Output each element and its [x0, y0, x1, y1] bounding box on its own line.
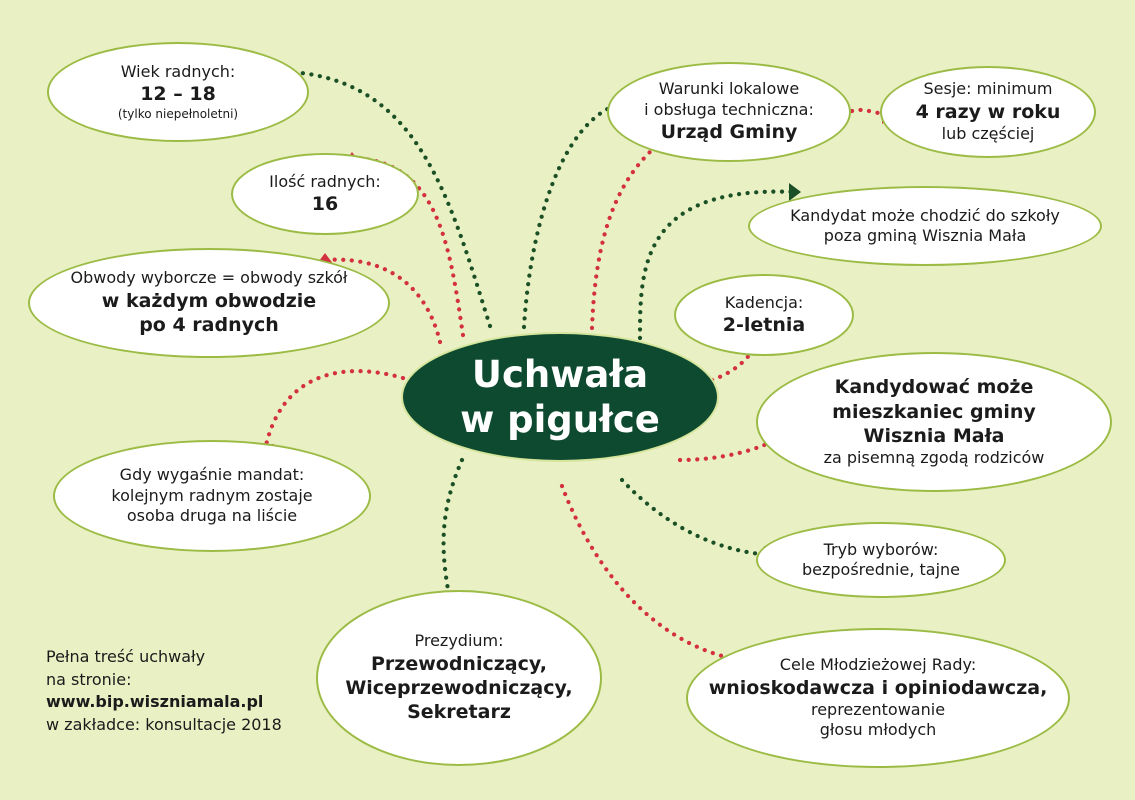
school-line-1: Kandydat może chodzić do szkoły	[790, 205, 1060, 225]
center-title: Uchwała w pigułce	[401, 332, 719, 462]
sessions-value: 4 razy w roku	[915, 100, 1061, 123]
age-note: (tylko niepełnoletni)	[117, 106, 239, 121]
connector-mode	[619, 477, 773, 558]
local-line-1: Warunki lokalowe	[658, 79, 800, 99]
node-school: Kandydat może chodzić do szkoły poza gmi…	[748, 186, 1102, 266]
sessions-note: lub częściej	[941, 124, 1035, 144]
goals-value: wnioskodawcza i opiniodawcza,	[708, 676, 1048, 699]
connector-term	[709, 340, 761, 383]
center-title-line-1: Uchwała	[471, 352, 649, 396]
mode-line-2: bezpośrednie, tajne	[801, 560, 960, 579]
connector-age	[287, 69, 493, 329]
connector-count	[349, 155, 466, 338]
connector-districts	[322, 257, 443, 345]
arrowhead-school	[789, 183, 801, 201]
districts-label: Obwody wyborcze = obwody szkół	[70, 268, 348, 288]
mode-line-1: Tryb wyborów:	[823, 539, 939, 559]
node-candidate: Kandydować może mieszkaniec gminy Wiszni…	[756, 352, 1112, 492]
goals-note-1: reprezentowanie	[810, 699, 946, 719]
node-presidium: Prezydium: Przewodniczący, Wiceprzewodni…	[316, 590, 602, 766]
goals-label: Cele Młodzieżowej Rady:	[779, 655, 977, 675]
connector-goals	[559, 483, 755, 665]
candidate-value-2: mieszkaniec gminy	[832, 400, 1036, 423]
connector-presidium	[441, 457, 465, 603]
mandate-line-3: osoba druga na liście	[126, 506, 298, 526]
school-line-2: poza gminą Wisznia Mała	[823, 226, 1027, 245]
districts-value-2: po 4 radnych	[139, 314, 279, 337]
districts-value-1: w każdym obwodzie	[101, 289, 317, 312]
connector-local-red	[589, 147, 655, 331]
presidium-label: Prezydium:	[414, 631, 504, 651]
mandate-line-2: kolejnym radnym zostaje	[111, 485, 313, 505]
node-term: Kadencja: 2-letnia	[674, 274, 854, 356]
node-mode: Tryb wyborów: bezpośrednie, tajne	[756, 522, 1006, 598]
candidate-value-3: Wisznia Mała	[863, 424, 1005, 447]
node-goals: Cele Młodzieżowej Rady: wnioskodawcza i …	[686, 628, 1070, 768]
term-label: Kadencja:	[724, 292, 804, 312]
node-age: Wiek radnych: 12 – 18 (tylko niepełnolet…	[47, 42, 309, 142]
count-value: 16	[311, 193, 339, 216]
center-title-line-2: w pigułce	[460, 398, 660, 441]
footer-line-4: w zakładce: konsultacje 2018	[46, 715, 282, 735]
age-value: 12 – 18	[140, 83, 216, 106]
node-sessions: Sesje: minimum 4 razy w roku lub częście…	[880, 66, 1096, 158]
local-line-2: i obsługa techniczna:	[644, 99, 814, 119]
mandate-line-1: Gdy wygaśnie mandat:	[119, 465, 305, 485]
sessions-label: Sesje: minimum	[923, 79, 1053, 99]
footer-url[interactable]: www.bip.wiszniamala.pl	[46, 692, 264, 712]
footer-line-2: na stronie:	[46, 669, 132, 689]
footer-info: Pełna treść uchwały na stronie: www.bip.…	[46, 646, 306, 737]
node-districts: Obwody wyborcze = obwody szkół w każdym …	[28, 248, 390, 358]
presidium-value-2: Wiceprzewodniczący,	[345, 677, 573, 700]
candidate-value-1: Kandydować może	[834, 376, 1034, 399]
candidate-note: za pisemną zgodą rodziców	[823, 448, 1045, 468]
count-label: Ilość radnych:	[269, 171, 381, 191]
local-value: Urząd Gminy	[660, 121, 798, 144]
connector-local	[521, 100, 625, 330]
goals-note-2: głosu młodych	[819, 720, 937, 740]
term-value: 2-letnia	[722, 314, 806, 337]
node-count: Ilość radnych: 16	[231, 153, 419, 235]
node-local: Warunki lokalowe i obsługa techniczna: U…	[607, 62, 851, 162]
footer-line-1: Pełna treść uchwały	[46, 647, 206, 666]
connector-mandate	[262, 369, 406, 453]
presidium-value-3: Sekretarz	[407, 701, 511, 724]
node-mandate: Gdy wygaśnie mandat: kolejnym radnym zos…	[53, 440, 371, 552]
connector-school	[637, 189, 798, 341]
presidium-value-1: Przewodniczący,	[370, 652, 548, 675]
age-label: Wiek radnych:	[120, 61, 236, 81]
